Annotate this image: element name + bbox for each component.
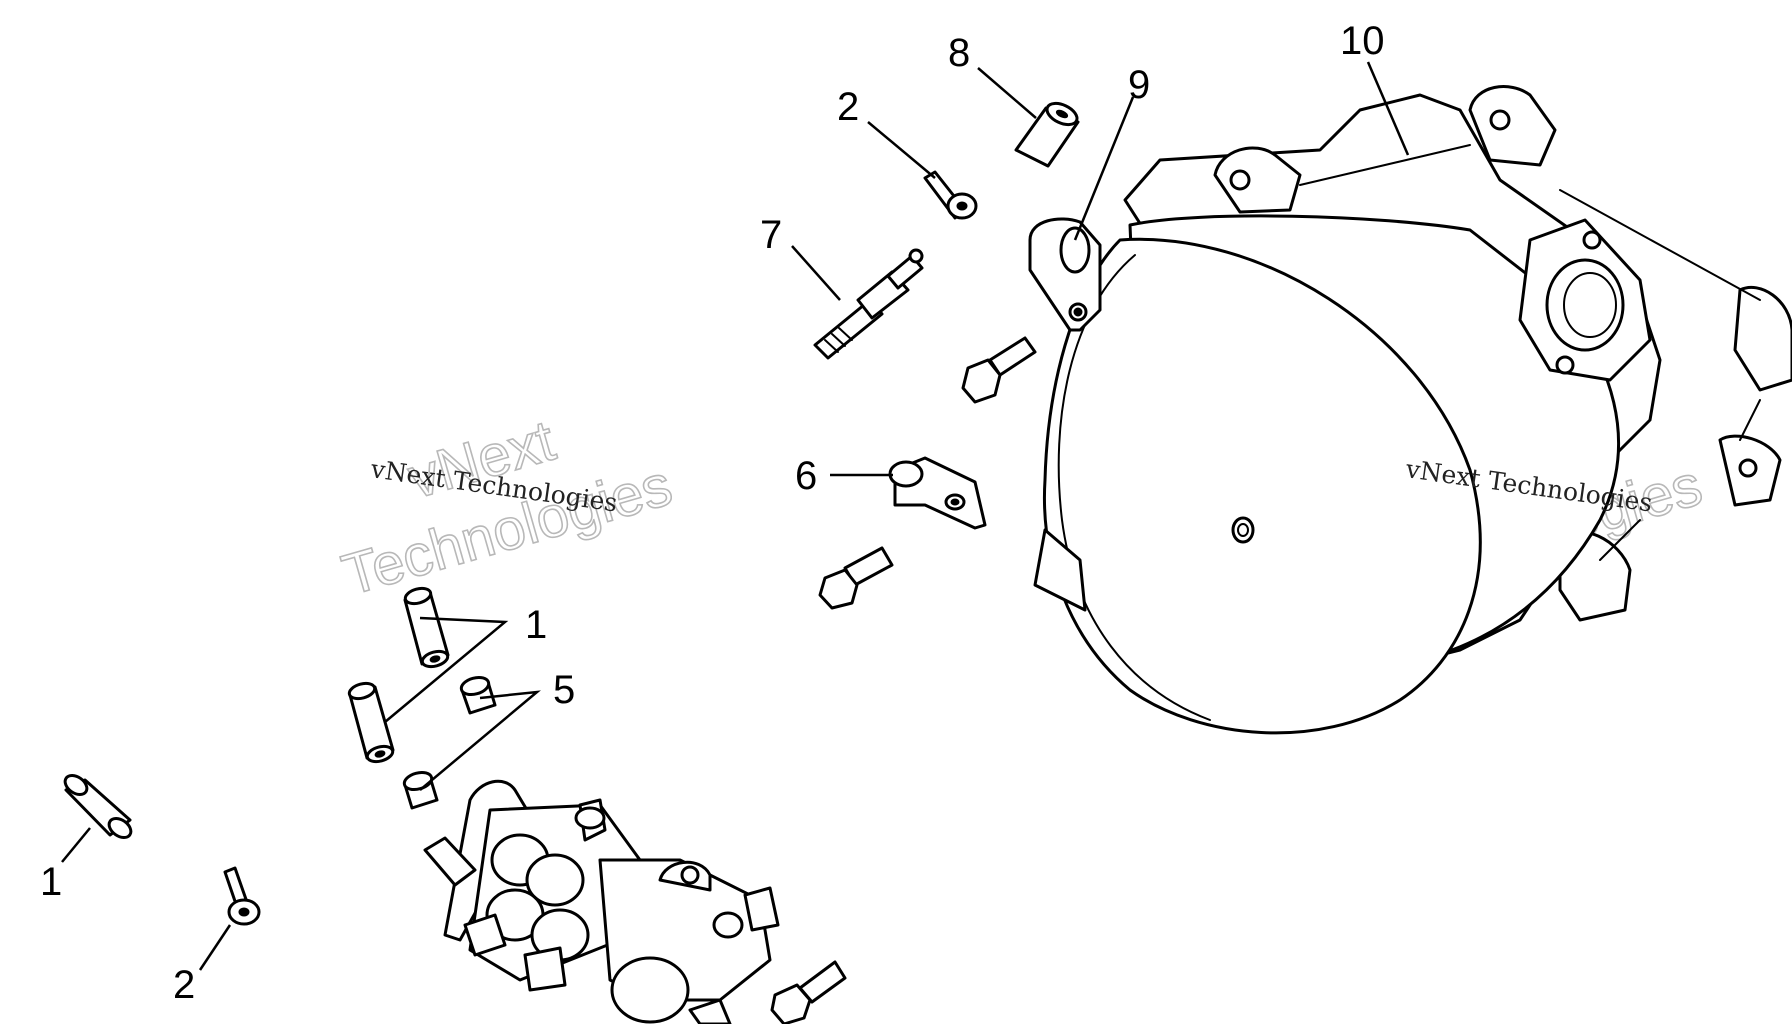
- callout-7: 7: [760, 213, 782, 257]
- part-bolt-clamp-9: [961, 336, 1037, 404]
- leader-10: [1366, 61, 1410, 156]
- callout-8: 8: [948, 31, 970, 75]
- part-housing-cover: [1033, 85, 1792, 735]
- part-bushing-5-lower: [402, 770, 439, 810]
- leader-lines: [61, 61, 1410, 971]
- callout-numbers: 8 10 9 2 7 6 1 5 1 2: [40, 19, 1385, 1007]
- part-bolt-bottom: [770, 960, 847, 1024]
- part-clamp-9: [1028, 217, 1102, 332]
- part-sensor-7: [813, 248, 924, 360]
- callout-2-lower: 2: [173, 963, 195, 1007]
- leader-2-upper: [867, 121, 936, 179]
- part-throttle-body-assembly: [423, 779, 780, 1024]
- part-bolt-clip-6: [818, 546, 894, 610]
- callout-2-upper: 2: [837, 85, 859, 129]
- part-clip-6: [888, 456, 987, 530]
- part-bushing-5-upper: [459, 675, 497, 715]
- callout-10: 10: [1340, 19, 1385, 63]
- part-spacer-1-upper: [403, 586, 450, 669]
- part-spacer-1-lower: [347, 681, 395, 764]
- callout-5: 5: [553, 668, 575, 712]
- callout-1-upper: 1: [525, 603, 547, 647]
- callout-6: 6: [795, 454, 817, 498]
- leader-1-left: [61, 827, 91, 863]
- callout-9: 9: [1128, 63, 1150, 107]
- leader-8: [977, 67, 1037, 119]
- leader-1-upper: [384, 616, 509, 723]
- callout-1-left: 1: [40, 860, 62, 904]
- leader-9: [1073, 96, 1135, 241]
- part-cotter-pin-2-upper: [923, 170, 978, 220]
- leader-7: [791, 245, 841, 301]
- leader-2-lower: [198, 924, 232, 971]
- part-spacer-1-left: [63, 773, 133, 840]
- part-cotter-pin-2-lower: [223, 866, 261, 926]
- part-sleeve-8: [1014, 101, 1080, 168]
- leader-5: [419, 690, 541, 791]
